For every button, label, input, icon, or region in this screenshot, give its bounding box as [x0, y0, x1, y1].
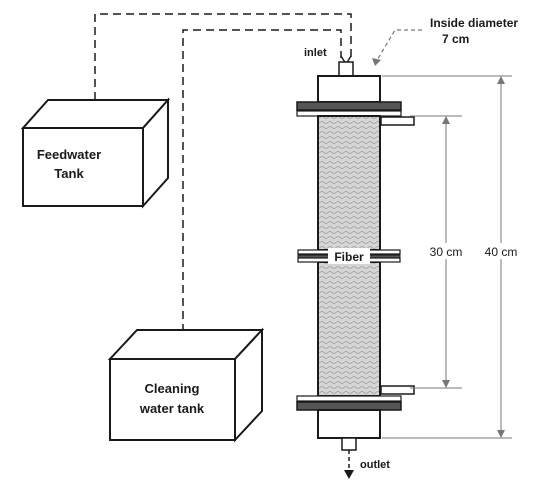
fiber-label: Fiber: [334, 250, 364, 264]
fiber-column-upper: [317, 115, 381, 251]
bottom-flange: [296, 401, 402, 411]
fiber-column-lower: [317, 261, 381, 397]
top-side-port: [380, 116, 415, 126]
feedwater-tank: Feedwater Tank: [20, 97, 171, 209]
bottom-cap: [317, 409, 381, 439]
middle-coupling: [297, 248, 401, 264]
top-flange: [296, 101, 402, 111]
cleaning-water-tank: Cleaning water tank: [107, 327, 265, 443]
feedwater-label-line1: Feedwater: [37, 147, 101, 162]
inlet-label: inlet: [304, 47, 327, 59]
inlet-nozzle: [338, 61, 354, 77]
cleaning-label-line1: Cleaning: [145, 381, 200, 396]
cleaning-label-line2: water tank: [139, 401, 205, 416]
inside-diameter-label-line2: 7 cm: [442, 32, 469, 46]
diameter-leader-line: [375, 29, 422, 63]
outlet-arrow-icon: [344, 470, 354, 479]
outlet-nozzle: [341, 437, 357, 451]
dimension-40cm-label: 40 cm: [485, 245, 518, 259]
bottom-side-port: [380, 385, 415, 395]
cleaning-pipe: [182, 29, 342, 345]
inside-diameter-label-line1: Inside diameter: [430, 16, 518, 30]
dimension-30cm-label: 30 cm: [430, 245, 463, 259]
feedwater-pipe: [94, 13, 352, 100]
top-cap: [317, 75, 381, 103]
outlet-label: outlet: [360, 459, 390, 471]
diameter-leader-arrow-icon: [372, 58, 381, 66]
feedwater-label-line2: Tank: [54, 166, 84, 181]
